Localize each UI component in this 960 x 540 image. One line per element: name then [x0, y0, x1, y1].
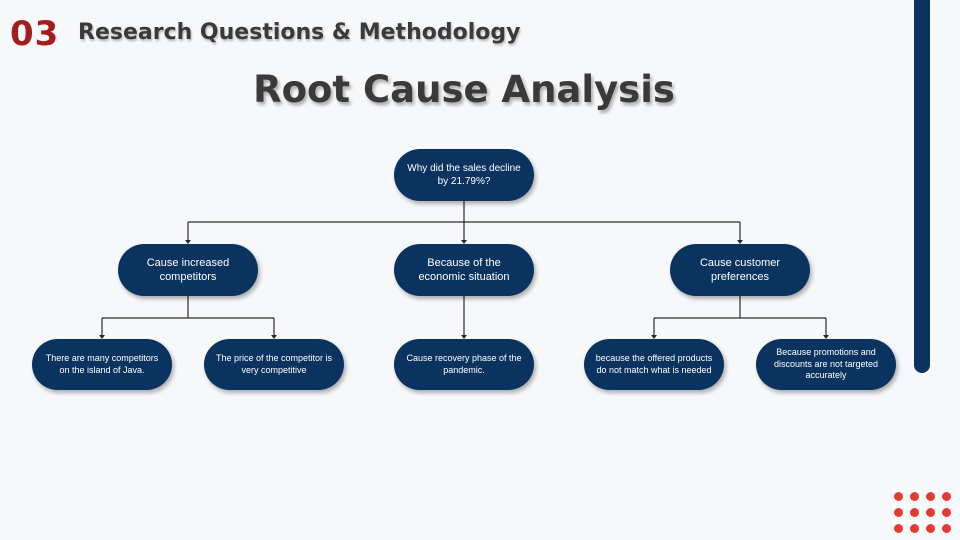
cause-node-preferences: Cause customer preferences [670, 244, 810, 296]
detail-label: Because promotions and discounts are not… [773, 346, 879, 381]
root-question-label: Why did the sales decline by 21.79%? [407, 163, 521, 187]
cause-node-competitors: Cause increased competitors [118, 244, 258, 296]
decorative-dot [926, 492, 935, 501]
detail-node-pandemic-recovery: Cause recovery phase of the pandemic. [394, 339, 534, 390]
detail-label: The price of the competitor is very comp… [215, 352, 333, 375]
decorative-dot [942, 508, 951, 517]
detail-node-competitor-price: The price of the competitor is very comp… [204, 339, 344, 390]
decorative-dot [894, 524, 903, 533]
decorative-dot [942, 492, 951, 501]
detail-node-competitors-java: There are many competitors on the island… [32, 339, 172, 390]
root-question-node: Why did the sales decline by 21.79%? [394, 149, 534, 201]
section-number: 03 [10, 14, 60, 54]
decorative-dot-grid [894, 492, 951, 533]
detail-label: because the offered products do not matc… [595, 352, 713, 375]
page-title: Root Cause Analysis [253, 68, 675, 111]
decorative-dot [894, 508, 903, 517]
detail-node-promotions: Because promotions and discounts are not… [756, 339, 896, 390]
decorative-dot [894, 492, 903, 501]
decorative-dot [926, 508, 935, 517]
decorative-dot [942, 524, 951, 533]
section-title: Research Questions & Methodology [78, 20, 521, 45]
right-accent-bar [914, 0, 930, 373]
detail-label: Cause recovery phase of the pandemic. [406, 352, 522, 375]
cause-node-economic: Because of the economic situation [394, 244, 534, 296]
decorative-dot [910, 524, 919, 533]
decorative-dot [910, 508, 919, 517]
decorative-dot [926, 524, 935, 533]
detail-label: There are many competitors on the island… [45, 352, 159, 375]
detail-node-product-mismatch: because the offered products do not matc… [584, 339, 724, 390]
cause-label: Because of the economic situation [418, 256, 510, 283]
cause-label: Cause customer preferences [699, 256, 781, 283]
decorative-dot [910, 492, 919, 501]
cause-label: Cause increased competitors [146, 256, 230, 283]
